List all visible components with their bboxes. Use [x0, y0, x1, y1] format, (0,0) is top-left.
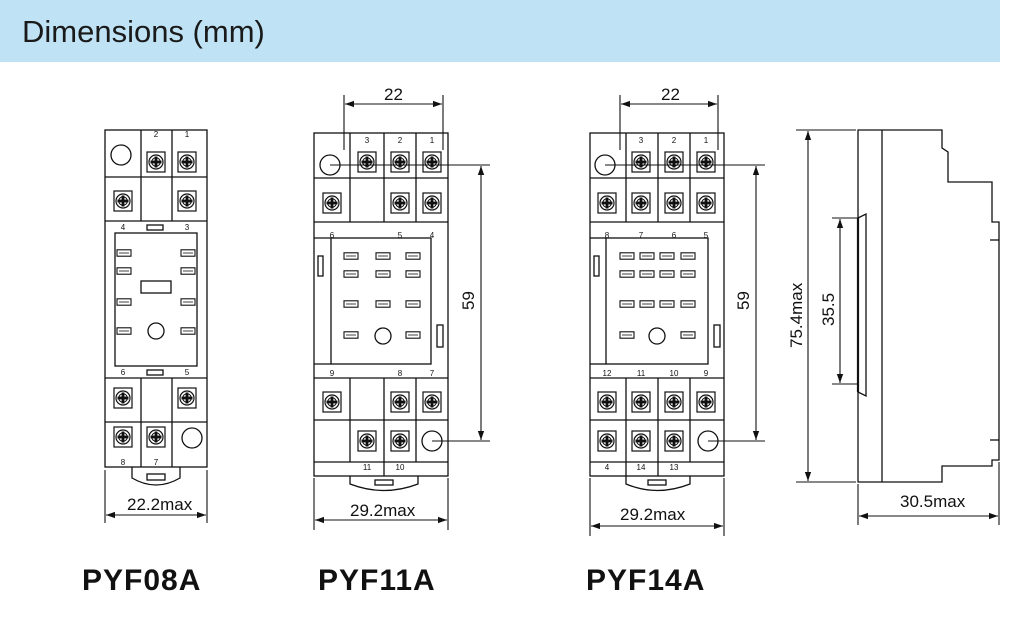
terminal-number: 8 [121, 458, 126, 467]
side-view-height-dimension [796, 129, 856, 483]
terminal-number: 4 [121, 223, 126, 232]
model-name-pyf08a: PYF08A [82, 564, 202, 597]
terminal-number: 13 [670, 463, 679, 472]
terminal-number: 6 [121, 368, 126, 377]
pyf08a-width-dimension [104, 470, 208, 523]
terminal-number: 1 [430, 136, 435, 145]
pyf11a-width-dimension [313, 478, 449, 530]
pyf08a-terminal-numbers: 2 1 4 3 6 5 8 7 [121, 130, 190, 467]
side-view-outline [857, 129, 1000, 483]
pyf11a-pitch-label: 22 [384, 85, 403, 104]
title-banner: Dimensions (mm) [0, 0, 1000, 62]
terminal-number: 5 [704, 231, 709, 240]
terminal-number: 8 [605, 231, 610, 240]
terminal-number: 10 [670, 369, 679, 378]
terminal-number: 5 [185, 368, 190, 377]
side-view-rail-label: 35.5 [819, 293, 838, 326]
pyf11a-terminals [322, 151, 442, 452]
terminal-number: 11 [637, 369, 646, 378]
pyf14a-mount-dimension [605, 164, 765, 442]
model-name-pyf14a: PYF14A [586, 564, 706, 597]
terminal-number: 4 [430, 231, 435, 240]
terminal-number: 10 [396, 463, 405, 472]
terminal-number: 1 [704, 136, 709, 145]
terminal-number: 7 [639, 231, 644, 240]
terminal-number: 9 [330, 369, 335, 378]
pyf08a-outline [104, 129, 208, 468]
terminal-number: 8 [398, 369, 403, 378]
pyf11a-drawing [313, 132, 449, 492]
pyf11a-outline [313, 132, 449, 477]
terminal-number: 11 [363, 463, 372, 472]
pyf08a-drawing [104, 129, 208, 486]
side-view-depth-dimension [857, 462, 1000, 525]
side-view-drawing [856, 129, 1000, 483]
pyf14a-outline [589, 132, 725, 477]
pyf08a-width-label: 22.2max [127, 495, 193, 514]
pyf14a-pitch-label: 22 [661, 85, 680, 104]
pyf14a-mount-label: 59 [734, 291, 753, 310]
terminal-number: 9 [704, 369, 709, 378]
terminal-number: 3 [185, 223, 190, 232]
terminal-number: 14 [637, 463, 646, 472]
terminal-number: 2 [154, 130, 159, 139]
terminal-number: 5 [398, 231, 403, 240]
terminal-number: 1 [185, 130, 190, 139]
pyf11a-width-label: 29.2max [350, 501, 416, 520]
pyf11a-mount-label: 59 [459, 291, 478, 310]
pyf14a-width-label: 29.2max [620, 505, 686, 524]
terminal-number: 6 [672, 231, 677, 240]
terminal-number: 3 [639, 136, 644, 145]
pyf11a-terminal-numbers: 3 2 1 6 5 4 9 8 7 11 10 [330, 136, 435, 472]
terminal-number: 2 [398, 136, 403, 145]
pyf08a-terminals [113, 151, 197, 448]
terminal-number: 12 [603, 369, 612, 378]
terminal-number: 7 [430, 369, 435, 378]
page-title: Dimensions (mm) [22, 14, 265, 49]
side-view-height-label: 75.4max [787, 282, 806, 348]
pyf11a-mount-dimension [330, 164, 490, 442]
pyf14a-terminals [597, 151, 716, 452]
terminal-number: 6 [330, 231, 335, 240]
pyf11a-top-dimension [343, 95, 444, 150]
terminal-number: 7 [154, 458, 159, 467]
side-view-depth-label: 30.5max [900, 492, 966, 511]
pyf14a-width-dimension [589, 478, 725, 536]
pyf14a-terminal-numbers: 3 2 1 8 7 6 5 12 11 10 9 4 14 13 [603, 136, 709, 472]
terminal-number: 2 [672, 136, 677, 145]
side-view-rail-dimension [832, 217, 858, 385]
terminal-number: 4 [605, 463, 610, 472]
terminal-number: 3 [365, 136, 370, 145]
pyf14a-drawing [589, 132, 725, 492]
pyf14a-top-dimension [619, 95, 719, 150]
model-name-pyf11a: PYF11A [318, 564, 436, 597]
